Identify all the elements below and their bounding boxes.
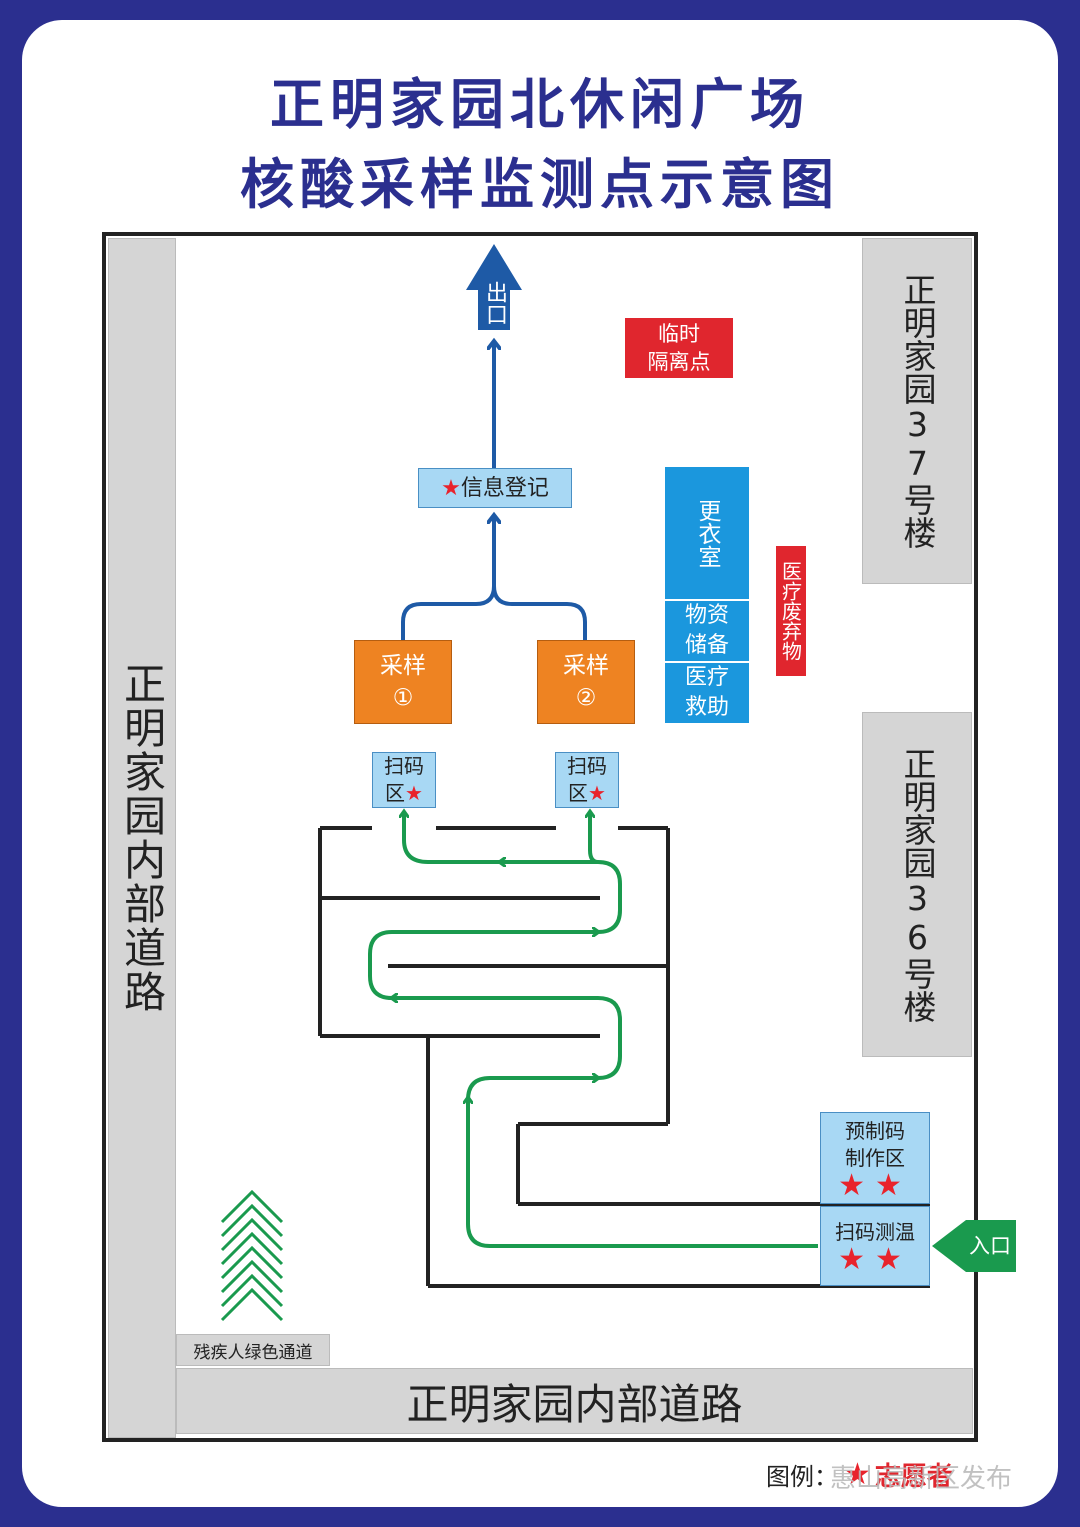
road-bottom: 正明家园内部道路 bbox=[176, 1368, 973, 1434]
sampling-1-label: 采样 bbox=[380, 653, 426, 679]
scan-temp-label: 扫码测温 bbox=[835, 1220, 915, 1244]
isolation-line1: 临时 bbox=[658, 322, 700, 346]
star-icon: ★ bbox=[844, 1456, 871, 1492]
sampling-2-number: ② bbox=[575, 685, 597, 711]
star-icon: ★ bbox=[588, 781, 606, 805]
medical-waste: 医疗废弃物 bbox=[776, 546, 806, 676]
sampling-station-2: 采样 ② bbox=[537, 640, 635, 724]
scan-zone-1-line1: 扫码 bbox=[384, 754, 424, 778]
precode-line1: 预制码 bbox=[845, 1118, 905, 1143]
queue-barriers bbox=[318, 826, 930, 1288]
supply-storage: 物资 储备 bbox=[665, 601, 749, 661]
medical-aid-line1: 医疗 bbox=[684, 665, 729, 690]
page-subtitle: 核酸采样监测点示意图 bbox=[240, 153, 840, 216]
supply-line2: 储备 bbox=[684, 633, 729, 658]
page-title: 正明家园北休闲广场 bbox=[270, 73, 810, 136]
supply-line1: 物资 bbox=[684, 603, 729, 628]
road-left: 正明家园内部道路 bbox=[108, 238, 176, 1438]
exit-flow-lines bbox=[401, 342, 587, 640]
changing-room: 更衣室 bbox=[665, 467, 749, 599]
chevron-up-icon bbox=[220, 1189, 284, 1322]
scan-zone-1-line2: 区 bbox=[385, 781, 406, 805]
legend-volunteer: 志愿者 bbox=[874, 1461, 953, 1492]
isolation-point: 临时 隔离点 bbox=[625, 318, 733, 378]
medical-aid: 医疗 救助 bbox=[665, 663, 749, 723]
queue-path bbox=[368, 812, 818, 1248]
exit-label: 出口 bbox=[482, 281, 507, 325]
precode-line2: 制作区 bbox=[845, 1145, 905, 1170]
star-icon: ★★ bbox=[838, 1242, 912, 1277]
scan-temp-area: 扫码测温 ★★ bbox=[820, 1206, 930, 1286]
registration-label: 信息登记 bbox=[460, 475, 549, 501]
legend: 图例： ★ 志愿者 bbox=[766, 1454, 953, 1494]
precode-area: 预制码 制作区 ★★ bbox=[820, 1112, 930, 1204]
registration-box: ★ 信息登记 bbox=[418, 468, 572, 508]
scan-zone-2-line1: 扫码 bbox=[567, 754, 607, 778]
scan-zone-1: 扫码 区★ bbox=[372, 752, 436, 808]
legend-prefix: 图例： bbox=[766, 1462, 838, 1491]
scan-zone-2-line2: 区 bbox=[568, 781, 589, 805]
star-icon: ★ bbox=[441, 475, 461, 501]
medical-aid-line2: 救助 bbox=[684, 695, 729, 720]
sampling-2-label: 采样 bbox=[563, 653, 609, 679]
star-icon: ★★ bbox=[838, 1167, 912, 1203]
entrance-label: 入口 bbox=[969, 1234, 1011, 1258]
entrance-arrow-icon bbox=[932, 1220, 1016, 1272]
building-36: 正明家园36号楼 bbox=[862, 712, 972, 1057]
watermark: 惠山高新区发布 bbox=[830, 1464, 1013, 1494]
building-37: 正明家园37号楼 bbox=[862, 238, 972, 584]
accessible-path-label: 残疾人绿色通道 bbox=[176, 1334, 330, 1366]
scan-zone-2: 扫码 区★ bbox=[555, 752, 619, 808]
star-icon: ★ bbox=[405, 781, 423, 805]
sampling-1-number: ① bbox=[392, 685, 414, 711]
exit-arrow-icon bbox=[466, 244, 522, 330]
isolation-line2: 隔离点 bbox=[647, 350, 711, 374]
sampling-station-1: 采样 ① bbox=[354, 640, 452, 724]
